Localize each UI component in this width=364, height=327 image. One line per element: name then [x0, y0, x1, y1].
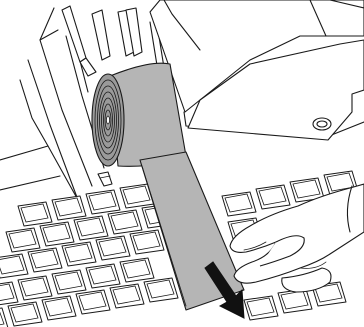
panel-button-icon — [313, 118, 331, 130]
keyboard-key — [0, 282, 18, 306]
printer-cover — [150, 0, 364, 140]
keyboard-key — [0, 254, 28, 278]
paper-roll — [92, 63, 186, 166]
